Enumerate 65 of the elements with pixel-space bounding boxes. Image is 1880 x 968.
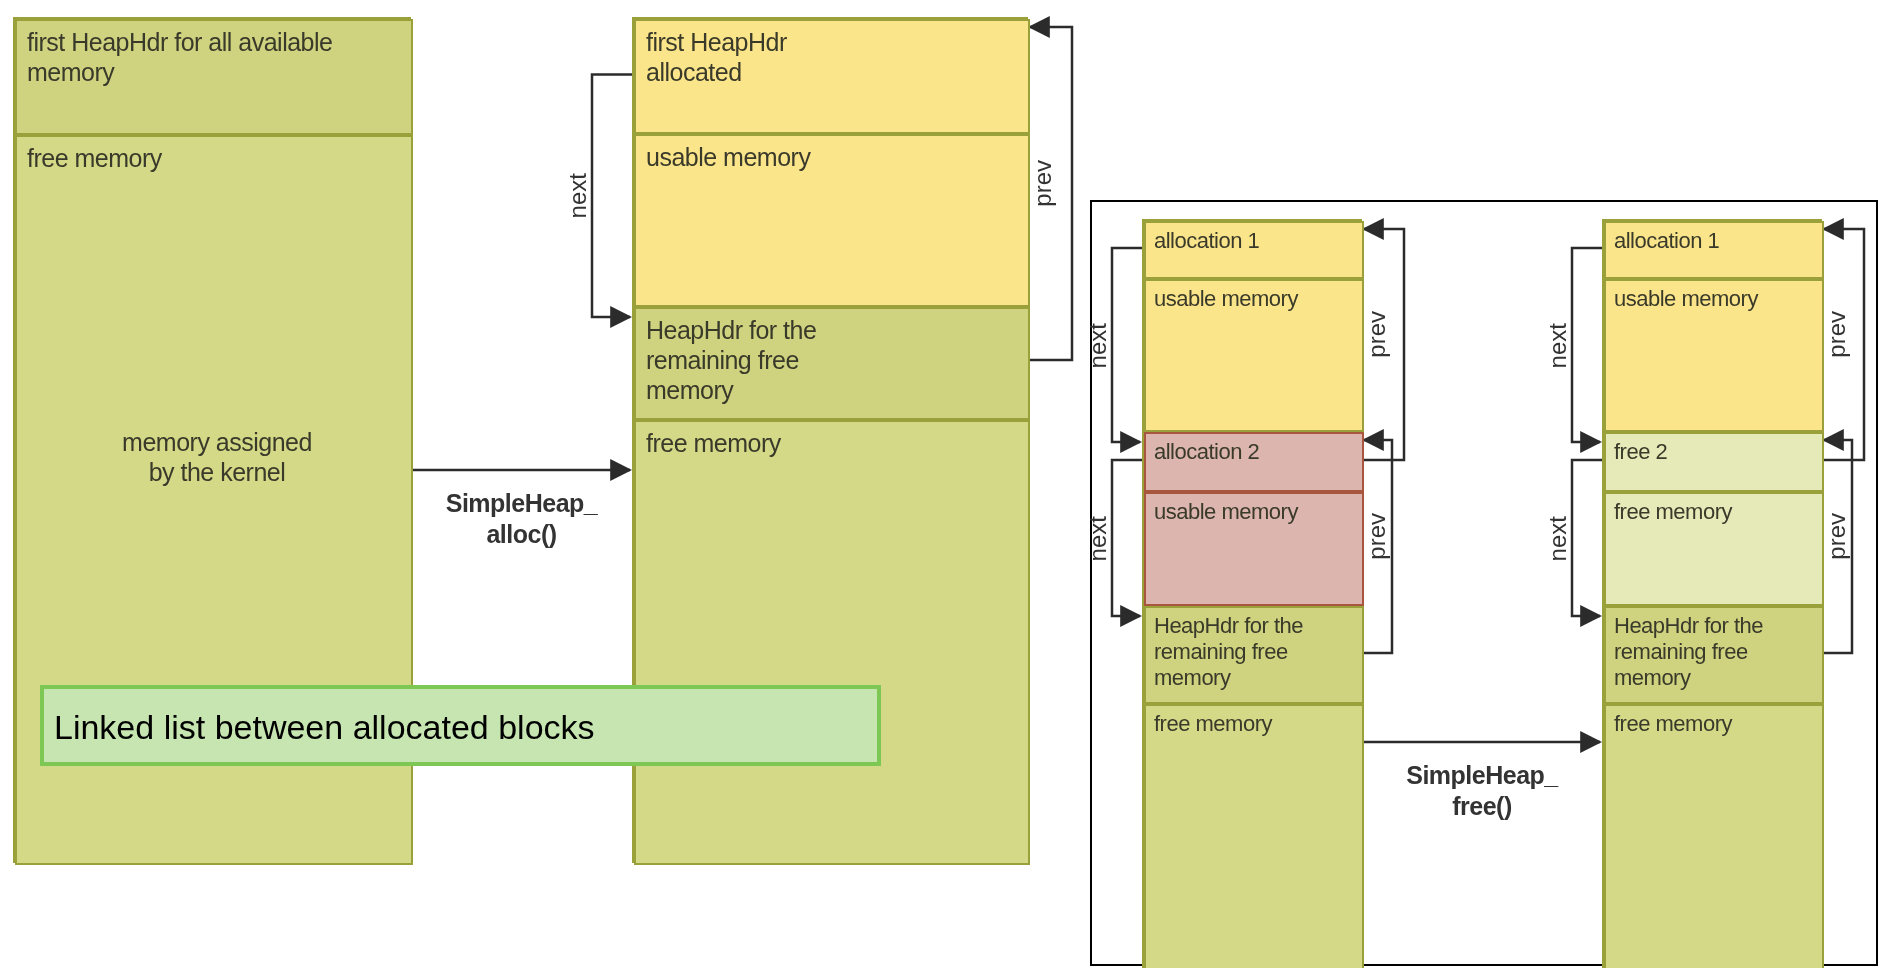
edge-label: prev xyxy=(1824,513,1850,560)
block-text: first HeapHdr allocated xyxy=(646,27,788,87)
memory-block xyxy=(1144,432,1364,492)
edge-label: SimpleHeap_ alloc() xyxy=(444,488,599,550)
block-text: HeapHdr for the remaining free memory xyxy=(1154,613,1305,691)
arrow xyxy=(1821,218,1866,462)
caption-box xyxy=(40,685,881,766)
edge-label: next xyxy=(1085,322,1111,368)
block-text: free memory xyxy=(646,428,781,458)
memory-block xyxy=(1604,279,1824,432)
arrow xyxy=(1821,429,1854,655)
arrow xyxy=(1110,458,1143,627)
arrow xyxy=(1110,246,1143,453)
memory-block xyxy=(1144,221,1364,279)
block-text: usable memory xyxy=(1154,499,1300,525)
memory-block xyxy=(15,19,413,135)
block-text: free memory xyxy=(1154,711,1274,737)
memory-block xyxy=(634,19,1030,134)
arrow xyxy=(1364,731,1603,753)
edge-label: SimpleHeap_ free() xyxy=(1405,760,1560,822)
block-text: usable memory xyxy=(1614,286,1760,312)
block-text: HeapHdr for the remaining free memory xyxy=(1614,613,1765,691)
memory-block xyxy=(1604,432,1824,492)
block-text: free 2 xyxy=(1614,439,1669,465)
memory-block xyxy=(1604,492,1824,606)
inset-panel xyxy=(1090,200,1878,966)
memory-block xyxy=(634,134,1030,307)
memory-column xyxy=(1142,219,1362,968)
arrow xyxy=(1570,458,1603,627)
edge-label: prev xyxy=(1364,311,1390,358)
caption-text: Linked list between allocated blocks xyxy=(54,707,595,747)
edge-label: next xyxy=(565,173,591,219)
block-text: allocation 2 xyxy=(1154,439,1261,465)
memory-block xyxy=(1144,492,1364,606)
memory-block xyxy=(634,307,1030,420)
memory-block xyxy=(1144,279,1364,432)
block-text: allocation 1 xyxy=(1154,228,1261,254)
arrow xyxy=(1570,246,1603,453)
block-text: allocation 1 xyxy=(1614,228,1721,254)
edge-label: next xyxy=(1085,515,1111,561)
edge-label: next xyxy=(1545,515,1571,561)
arrow xyxy=(413,459,633,481)
edge-label: next xyxy=(1545,322,1571,368)
block-text: free memory xyxy=(27,143,162,173)
edge-label: prev xyxy=(1364,513,1390,560)
edge-label: prev xyxy=(1824,311,1850,358)
block-text: free memory xyxy=(1614,499,1734,525)
memory-block xyxy=(1144,704,1364,968)
block-text: memory assigned by the kernel xyxy=(121,427,313,487)
block-text: first HeapHdr for all available memory xyxy=(27,27,334,87)
arrow xyxy=(1027,16,1074,362)
memory-block xyxy=(1604,704,1824,968)
edge-label: prev xyxy=(1030,160,1056,207)
memory-block xyxy=(1604,606,1824,704)
block-text: HeapHdr for the remaining free memory xyxy=(646,315,818,405)
block-text: free memory xyxy=(1614,711,1734,737)
memory-block xyxy=(1604,221,1824,279)
memory-block xyxy=(1144,606,1364,704)
arrow xyxy=(590,73,633,328)
block-text: usable memory xyxy=(1154,286,1300,312)
block-text: usable memory xyxy=(646,142,811,172)
arrow xyxy=(1361,218,1406,462)
memory-column xyxy=(632,17,1028,863)
arrow xyxy=(1361,429,1394,655)
memory-column xyxy=(1602,219,1822,968)
